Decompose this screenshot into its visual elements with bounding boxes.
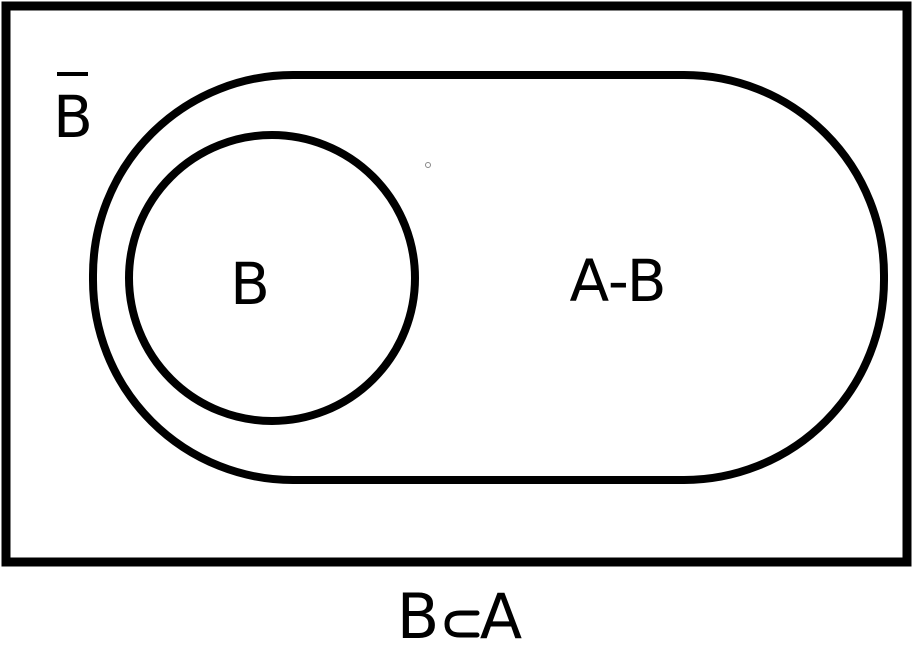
stray-dot bbox=[425, 162, 431, 168]
complement-label: B bbox=[53, 72, 93, 151]
caption-left-set: B bbox=[397, 580, 440, 653]
set-a-boundary bbox=[89, 71, 888, 484]
caption-right-set: A bbox=[480, 580, 522, 653]
complement-label-text: B bbox=[53, 83, 93, 151]
set-b-label: B bbox=[230, 250, 270, 318]
subset-caption: B A bbox=[397, 580, 522, 653]
set-b-circle bbox=[125, 131, 419, 425]
subset-symbol-icon bbox=[444, 610, 480, 638]
universal-set-rectangle bbox=[1, 1, 912, 567]
difference-label: A-B bbox=[569, 247, 666, 315]
